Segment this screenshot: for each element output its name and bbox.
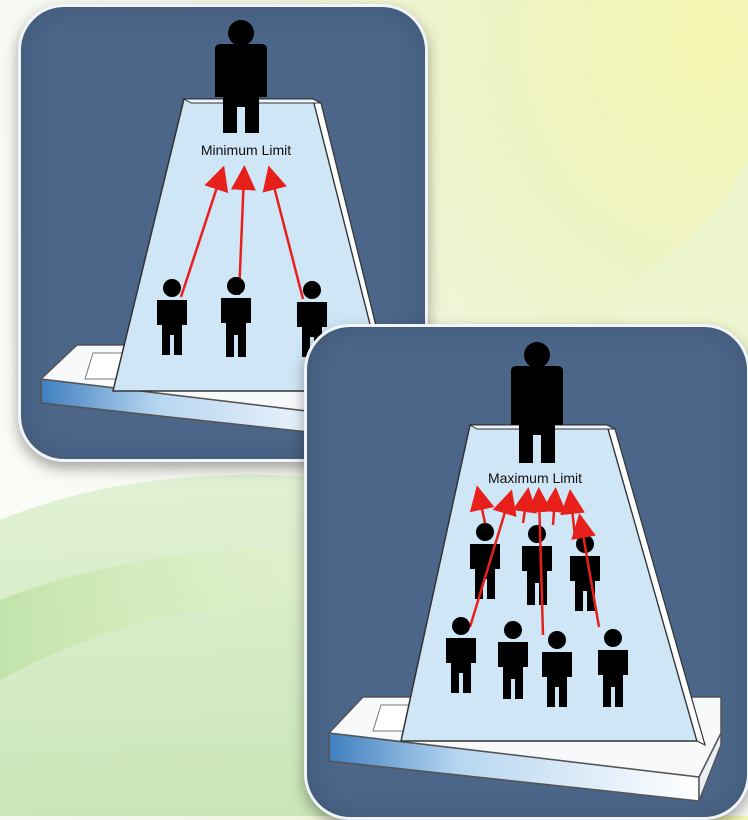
maximum-limit-diagram: Maximum Limit [307,327,747,817]
maximum-limit-panel: Maximum Limit [304,324,748,820]
maximum-limit-label: Maximum Limit [488,470,582,486]
minimum-limit-label: Minimum Limit [201,142,291,158]
